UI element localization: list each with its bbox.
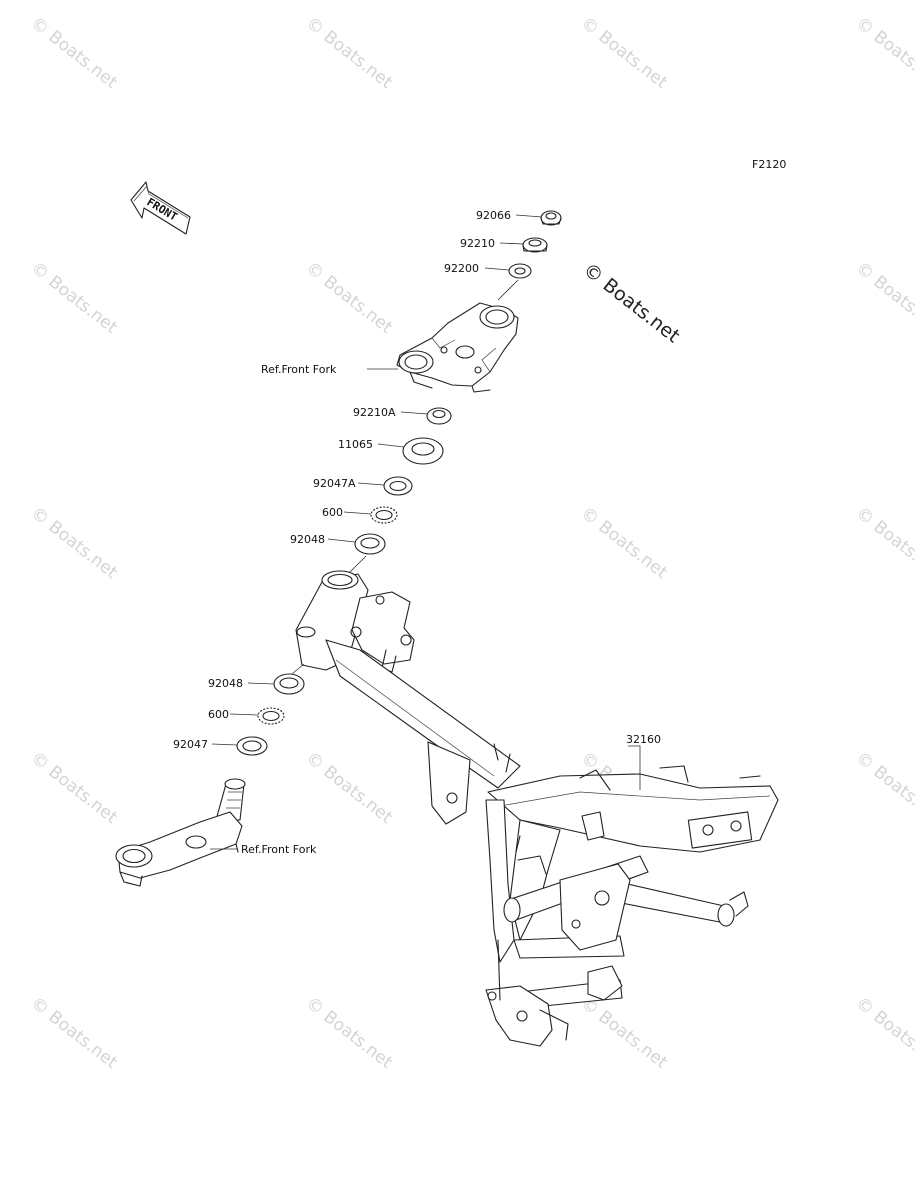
part-label-92047a: 92047A xyxy=(313,477,356,490)
watermark: © Boats.net xyxy=(302,993,396,1073)
watermark-layer: © Boats.net © Boats.net © Boats.net © Bo… xyxy=(27,13,916,1073)
race-92047 xyxy=(236,736,268,756)
ball-bearing-600-upper xyxy=(370,506,398,524)
race-92048-lower xyxy=(273,673,305,695)
front-arrow-icon: FRONT xyxy=(130,181,191,235)
watermark: © Boats.net xyxy=(27,748,121,828)
watermark: © Boats.net xyxy=(302,258,396,338)
part-label-32160: 32160 xyxy=(626,733,661,746)
watermark: © Boats.net xyxy=(577,993,671,1073)
part-label-92048-upper: 92048 xyxy=(290,533,325,546)
copyright-mark: © Boats.net xyxy=(579,259,684,348)
watermark: © Boats.net xyxy=(577,13,671,93)
watermark: © Boats.net xyxy=(302,748,396,828)
stem-nut-92066 xyxy=(540,210,562,226)
part-label-92048-lower: 92048 xyxy=(208,677,243,690)
part-label-92047: 92047 xyxy=(173,738,208,751)
part-label-600-lower: 600 xyxy=(208,708,229,721)
watermark: © Boats.net xyxy=(577,503,671,583)
part-label-600-upper: 600 xyxy=(322,506,343,519)
nut-92210a xyxy=(426,407,452,425)
lower-triple-clamp-stem xyxy=(115,778,246,887)
leader-lines xyxy=(210,214,641,850)
watermark: © Boats.net xyxy=(852,13,916,93)
part-labels: 92066 92210 92200 Ref.Front Fork 92210A … xyxy=(173,209,661,856)
part-label-92200: 92200 xyxy=(444,262,479,275)
figure-code: F2120 xyxy=(752,158,786,171)
watermark: © Boats.net xyxy=(27,258,121,338)
upper-triple-clamp xyxy=(396,302,519,393)
washer-92200 xyxy=(508,263,532,279)
part-label-92210a: 92210A xyxy=(353,406,396,419)
race-92048-upper xyxy=(354,533,386,555)
watermark: © Boats.net xyxy=(27,503,121,583)
locknut-92210 xyxy=(522,237,548,253)
watermark: © Boats.net xyxy=(27,993,121,1073)
part-label-ref-front-fork-upper: Ref.Front Fork xyxy=(261,363,337,376)
part-label-ref-front-fork-lower: Ref.Front Fork xyxy=(241,843,317,856)
frame-32160 xyxy=(295,570,779,1047)
ball-bearing-600-lower xyxy=(257,707,285,725)
race-92047a xyxy=(383,476,413,496)
cap-11065 xyxy=(402,437,444,465)
watermark: © Boats.net xyxy=(27,13,121,93)
watermark: © Boats.net xyxy=(852,258,916,338)
watermark: © Boats.net xyxy=(852,748,916,828)
part-label-92210: 92210 xyxy=(460,237,495,250)
watermark: © Boats.net xyxy=(852,993,916,1073)
part-label-11065: 11065 xyxy=(338,438,373,451)
part-label-92066: 92066 xyxy=(476,209,511,222)
watermark: © Boats.net xyxy=(302,13,396,93)
watermark: © Boats.net xyxy=(852,503,916,583)
